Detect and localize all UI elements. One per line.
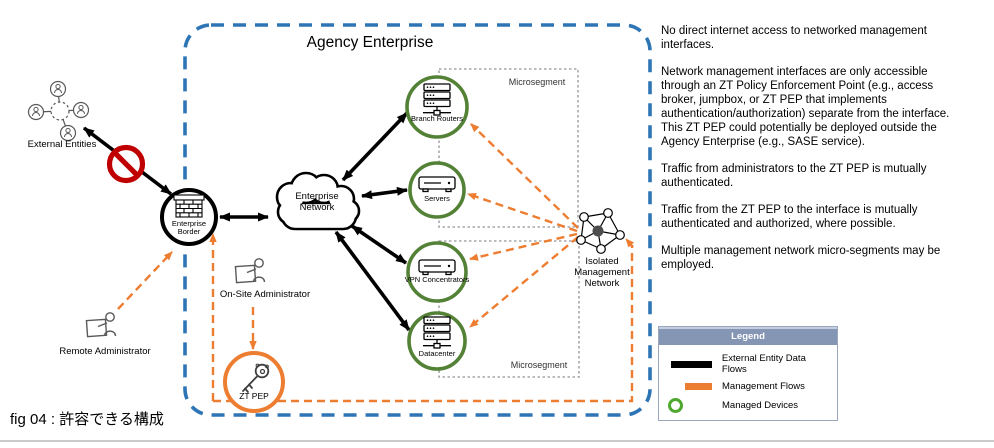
zt-pep-label: ZT PEP (239, 391, 269, 401)
flow-network-servers (361, 186, 408, 200)
flow-network-datacenter (334, 230, 411, 332)
on-site-administrator-label: On-Site Administrator (219, 289, 311, 300)
notes-block: No direct internet access to networked m… (661, 24, 961, 285)
remote-administrator-icon (85, 312, 117, 338)
server-appliance-icon (418, 176, 456, 193)
figure-caption: fig 04 : 許容できる構成 (10, 411, 164, 428)
note-paragraph: Traffic from administrators to the ZT PE… (661, 163, 927, 189)
management-flows (117, 123, 635, 403)
no-entry-icon (106, 144, 146, 184)
remote-administrator-label: Remote Administrator (59, 346, 151, 357)
legend-row-management-flows: Management Flows (663, 381, 833, 392)
enterprise-border-label: Enterprise Border (171, 219, 207, 237)
mesh-network-icon (576, 208, 625, 254)
cloud-icon (275, 171, 361, 231)
enterprise-border-node (160, 188, 218, 246)
legend-item-label: External Entity Data Flows (721, 353, 806, 375)
flow-network-branch-routers (341, 111, 409, 182)
mgmt-imn-datacenter (469, 236, 579, 328)
branch-routers-label: Branch Routers (410, 114, 464, 123)
legend: Legend External Entity Data Flows Manage… (658, 326, 838, 421)
mgmt-imn-vpn (469, 232, 578, 261)
on-site-administrator-icon (234, 258, 266, 284)
bottom-divider (0, 440, 994, 442)
mgmt-remote-admin-border (117, 251, 173, 310)
agency-enterprise-title: Agency Enterprise (306, 34, 434, 51)
note-paragraph: Network management interfaces are only a… (661, 66, 950, 148)
vpn-concentrators-label: VPN Concentrators (404, 275, 470, 284)
servers-ring (408, 161, 466, 219)
mgmt-ztpep-imn-arrow (625, 238, 635, 248)
note-paragraph: Traffic from the ZT PEP to the interface… (661, 204, 918, 230)
mgmt-imn-branch-routers (470, 123, 579, 229)
people-network-icon (27, 80, 90, 142)
microsegment-box-bottom (438, 240, 580, 378)
legend-item-label: Managed Devices (722, 400, 799, 411)
enterprise-network-label: Enterprise Network (295, 191, 339, 214)
orange-line-swatch (668, 383, 712, 390)
black-line-swatch (668, 360, 712, 368)
key-icon (242, 363, 270, 393)
green-ring-swatch (668, 398, 712, 413)
mgmt-ztpep-imn-path (213, 246, 634, 403)
note-paragraph: No direct internet access to networked m… (661, 25, 927, 51)
note-paragraph: Multiple management network micro-segmen… (661, 245, 941, 271)
firewall-brick-icon (173, 194, 205, 218)
microsegment-bottom-label: Microsegment (510, 360, 568, 370)
flow-network-vpn (350, 224, 408, 265)
legend-title: Legend (659, 327, 837, 345)
legend-body: External Entity Data Flows Management Fl… (659, 345, 837, 420)
legend-item-label: Management Flows (722, 381, 805, 392)
servers-label: Servers (424, 194, 450, 203)
datacenter-label: Datacenter (418, 349, 456, 358)
mgmt-imn-servers (467, 192, 578, 233)
zt-pep-node (223, 351, 285, 413)
microsegment-top-label: Microsegment (508, 77, 566, 87)
isolated-management-network-label: Isolated Management Network (574, 256, 630, 290)
legend-row-managed-devices: Managed Devices (663, 398, 833, 413)
vpn-appliance-icon (418, 259, 456, 276)
external-entities-label: External Entities (27, 139, 97, 150)
microsegment-box-top (438, 68, 579, 228)
legend-row-external-flows: External Entity Data Flows (663, 353, 833, 375)
